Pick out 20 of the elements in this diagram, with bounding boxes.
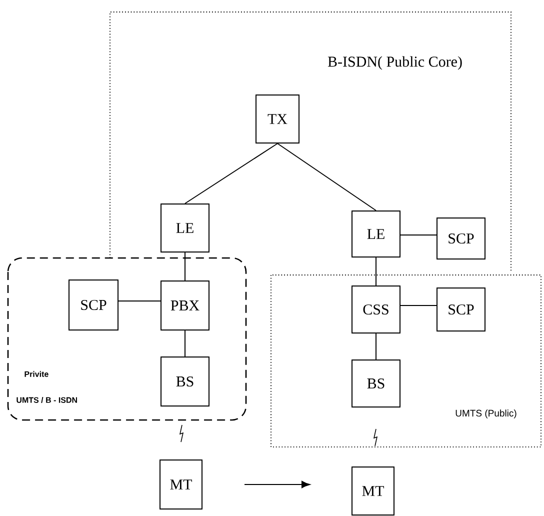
connector-line bbox=[184, 143, 278, 204]
network-box: LE bbox=[160, 203, 210, 252]
connector-line bbox=[400, 305, 437, 306]
network-box: BS bbox=[352, 360, 400, 408]
network-box: MT bbox=[160, 459, 202, 510]
connector-line bbox=[400, 234, 437, 236]
network-box: BS bbox=[160, 356, 210, 406]
network-box: PBX bbox=[160, 280, 210, 330]
network-box: SCP bbox=[436, 287, 486, 332]
connector-line bbox=[277, 143, 376, 211]
network-box: SCP bbox=[68, 280, 118, 330]
arrow bbox=[244, 480, 310, 488]
connector-line bbox=[118, 300, 161, 302]
network-box: MT bbox=[352, 466, 394, 516]
network-box: LE bbox=[352, 210, 400, 258]
connector-line bbox=[184, 330, 186, 357]
connector-line bbox=[184, 252, 186, 281]
network-box: SCP bbox=[436, 218, 486, 260]
network-box: CSS bbox=[352, 285, 400, 334]
network-box: TX bbox=[256, 94, 300, 144]
